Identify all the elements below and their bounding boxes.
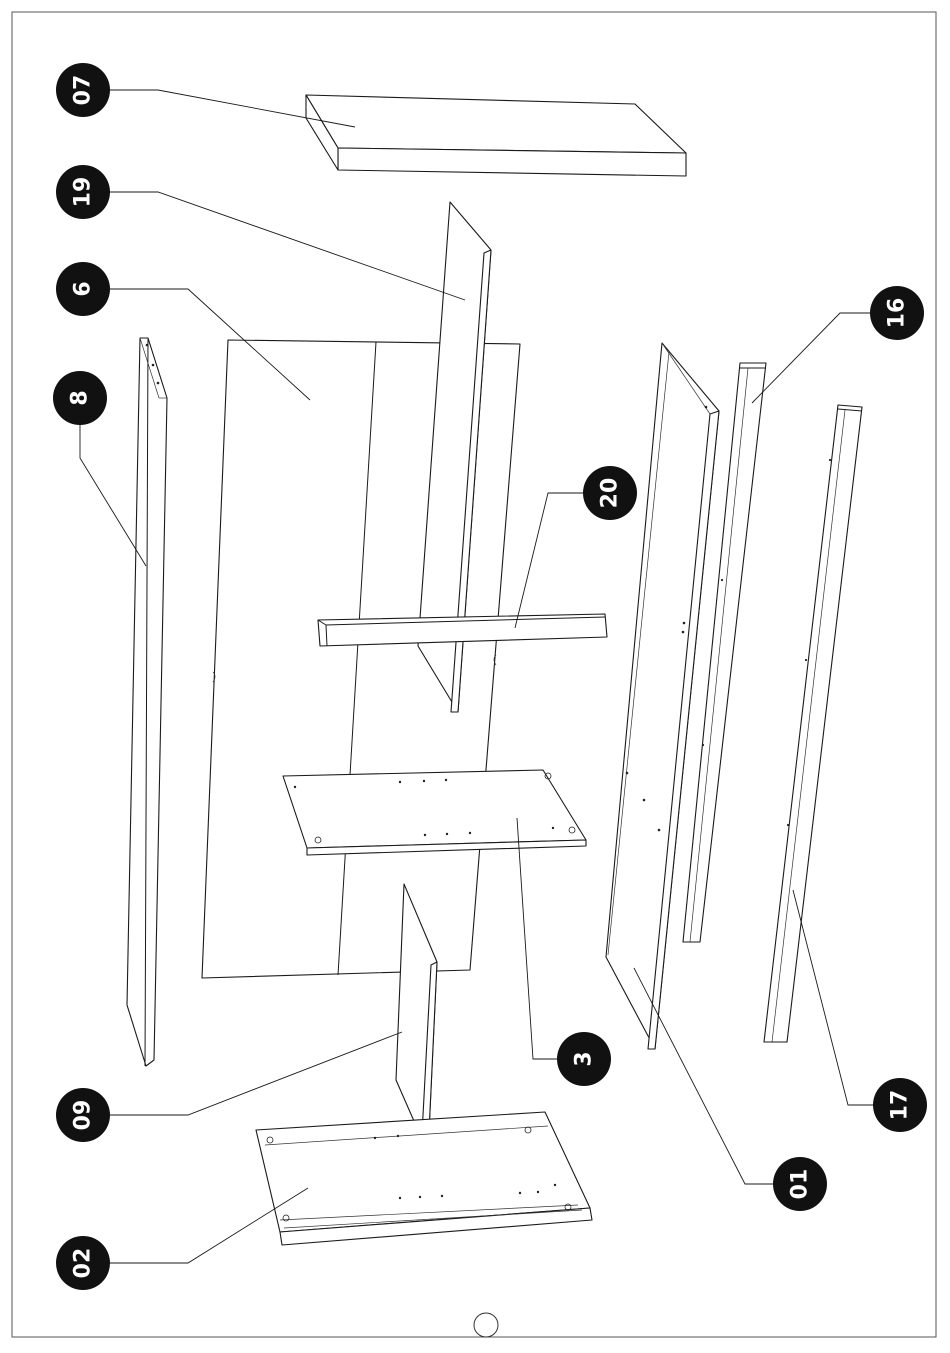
part-20-rail — [318, 614, 607, 646]
callout-6: 6 — [56, 262, 110, 316]
part-02-base — [256, 1112, 592, 1245]
leader-19 — [110, 192, 465, 300]
callout-02-label: 02 — [71, 1248, 96, 1279]
callout-09: 09 — [56, 1088, 110, 1142]
callout-07: 07 — [56, 63, 110, 117]
leader-3 — [517, 818, 557, 1059]
callout-16: 16 — [870, 286, 924, 340]
page-number-marker — [474, 1313, 498, 1337]
callout-02: 02 — [56, 1236, 110, 1290]
part-07-top — [306, 95, 686, 176]
callout-01-label: 01 — [788, 1169, 813, 1200]
callout-01: 01 — [773, 1157, 827, 1211]
callout-20-label: 20 — [598, 478, 623, 509]
callout-17: 17 — [873, 1078, 927, 1132]
callout-20: 20 — [583, 466, 637, 520]
leader-20 — [515, 493, 583, 628]
part-01-right-side-panel — [606, 343, 719, 1049]
callout-19-label: 19 — [71, 177, 96, 208]
part-17-long-strip — [764, 405, 862, 1042]
callout-3: 3 — [557, 1032, 611, 1086]
part-3-shelf — [283, 770, 586, 855]
callout-8: 8 — [53, 371, 107, 425]
callout-09-label: 09 — [71, 1100, 96, 1131]
callout-07-label: 07 — [71, 75, 96, 106]
leader-16 — [752, 313, 870, 403]
callout-6-label: 6 — [71, 281, 96, 296]
callout-19: 19 — [56, 165, 110, 219]
callout-17-label: 17 — [888, 1090, 913, 1121]
callout-3-label: 3 — [572, 1051, 597, 1066]
callout-8-label: 8 — [68, 390, 93, 405]
leader-17 — [793, 890, 873, 1105]
part-8-left-side-panel — [127, 338, 167, 1066]
callout-16-label: 16 — [885, 298, 910, 329]
